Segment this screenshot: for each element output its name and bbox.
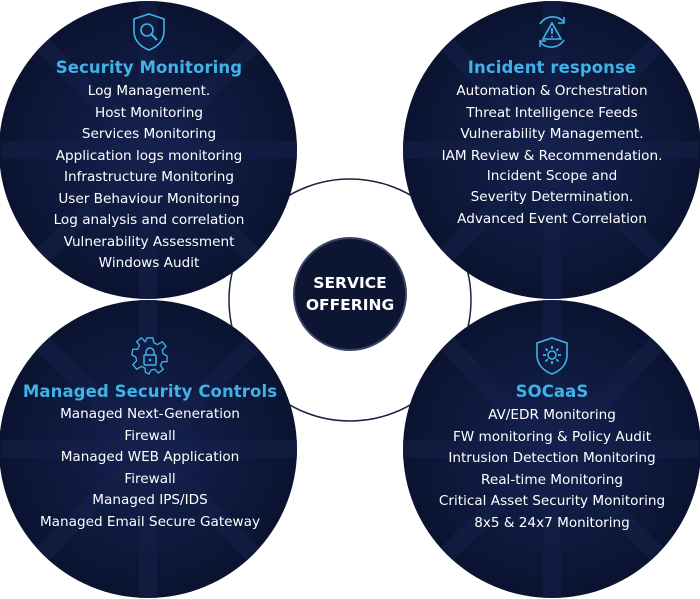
list-item: Infrastructure Monitoring xyxy=(63,169,235,185)
list-item: Firewall xyxy=(124,470,176,487)
item-list: Log Management. Host Monitoring Services… xyxy=(0,81,299,275)
list-item: Automation & Orchestration xyxy=(456,83,648,99)
item-list: AV/EDR Monitoring FW monitoring & Policy… xyxy=(402,405,700,534)
circle-bottom-right xyxy=(403,300,700,598)
list-item: Managed WEB Application xyxy=(60,448,240,465)
list-item: Incident Scope and xyxy=(486,168,618,184)
list-item: Windows Audit xyxy=(98,255,200,271)
panel-security-monitoring: Security Monitoring Log Management. Host… xyxy=(0,12,299,275)
center-label-line2: OFFERING xyxy=(305,296,395,314)
list-item: Vulnerability Assessment xyxy=(63,233,235,250)
list-item: Application logs monitoring xyxy=(55,147,243,164)
list-item: Log Management. xyxy=(87,83,211,99)
panel-title: Security Monitoring xyxy=(55,58,243,77)
list-item: Real-time Monitoring xyxy=(481,471,623,488)
list-item: FW monitoring & Policy Audit xyxy=(452,428,652,445)
list-item: Severity Determination. xyxy=(470,189,634,205)
list-item: Services Monitoring xyxy=(81,126,217,142)
circle-bottom-left xyxy=(0,300,297,598)
gear-lock-icon xyxy=(131,337,168,375)
panel-socaas: SOCaaS AV/EDR Monitoring FW monitoring &… xyxy=(402,336,700,534)
list-item: IAM Review & Recommendation. xyxy=(441,147,663,164)
list-item: User Behaviour Monitoring xyxy=(58,190,240,207)
item-list: Managed Next-Generation Firewall Managed… xyxy=(0,405,300,533)
list-item: AV/EDR Monitoring xyxy=(488,407,616,423)
alert-cycle-icon xyxy=(539,16,565,48)
panel-managed-security-controls: Managed Security Controls Managed Next-G… xyxy=(0,336,300,533)
list-item: Host Monitoring xyxy=(95,104,203,121)
list-item: Advanced Event Correlation xyxy=(457,211,647,227)
list-item: Firewall xyxy=(124,428,176,444)
list-item: Intrusion Detection Monitoring xyxy=(448,450,656,466)
list-item: Managed Next-Generation xyxy=(60,406,240,422)
panel-title: Incident response xyxy=(467,58,637,77)
list-item: Threat Intelligence Feeds xyxy=(466,104,638,121)
panel-title: SOCaaS xyxy=(515,382,589,401)
list-item: Vulnerability Management. xyxy=(460,126,644,142)
list-item: Managed Email Secure Gateway xyxy=(39,513,261,530)
connector-ring xyxy=(228,178,472,422)
list-item: Critical Asset Security Monitoring xyxy=(438,493,666,509)
panel-incident-response: Incident response Automation & Orchestra… xyxy=(402,12,700,231)
circle-top-left xyxy=(0,1,297,299)
service-offering-badge: SERVICE OFFERING xyxy=(293,237,407,351)
shield-search-icon xyxy=(133,13,165,51)
shield-gear-icon xyxy=(536,337,568,375)
panel-title: Managed Security Controls xyxy=(22,382,278,401)
list-item: Managed IPS/IDS xyxy=(92,492,208,508)
list-item: Log analysis and correlation xyxy=(53,212,245,228)
center-label-line1: SERVICE xyxy=(313,274,387,292)
circle-top-right xyxy=(403,1,700,299)
list-item: 8x5 & 24x7 Monitoring xyxy=(474,514,630,531)
item-list: Automation & Orchestration Threat Intell… xyxy=(402,81,700,231)
